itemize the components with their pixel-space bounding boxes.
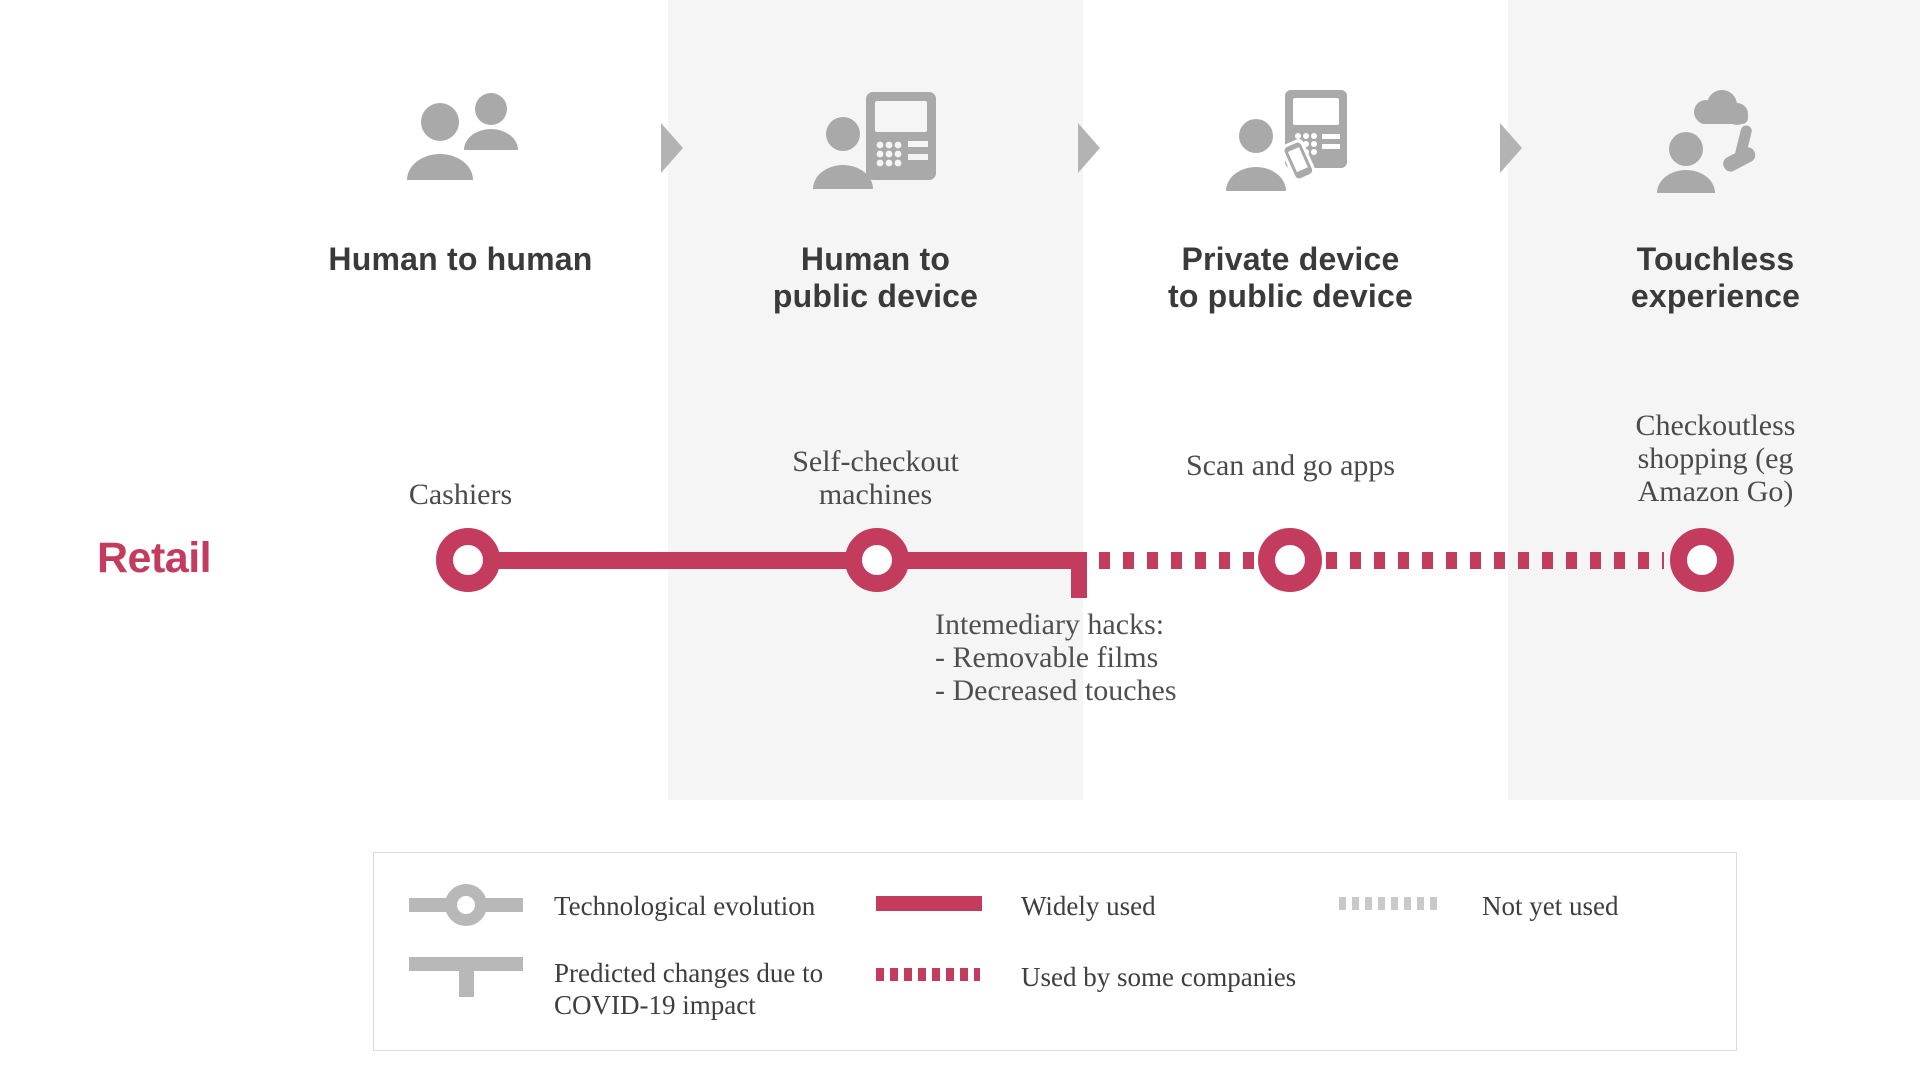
item-label-self-checkout: Self-checkout machines (792, 445, 959, 511)
stage-title-private-device-to-public-device: Private device to public device (1167, 241, 1414, 314)
timeline-dotted-segment-some-companies (1099, 552, 1259, 569)
stage-title-touchless-experience: Touchless experience (1630, 241, 1801, 314)
stage-icon-wrap (1508, 88, 1920, 194)
timeline-node-scan-and-go (1258, 528, 1322, 592)
legend-label-widely-used: Widely used (1021, 891, 1156, 921)
row-label-retail: Retail (97, 534, 212, 582)
predicted-covid-change-icon (409, 957, 523, 997)
person-cloud-touch-icon (1656, 90, 1755, 193)
stage-icon-wrap (253, 88, 668, 188)
timeline-node-self-checkout (845, 528, 909, 592)
legend-label-used-by-some: Used by some companies (1021, 962, 1297, 992)
stage-icon-wrap (668, 88, 1083, 194)
person-kiosk-phone-icon (1225, 90, 1347, 191)
arrow-right-icon (661, 123, 683, 173)
item-label-cashiers: Cashiers (408, 478, 513, 511)
two-people-icon (406, 93, 518, 180)
person-kiosk-icon (812, 92, 936, 189)
column-band-touchless-experience (1508, 0, 1920, 800)
annotation-intermediary-hacks: Intemediary hacks: - Removable films - D… (935, 608, 1177, 707)
used-by-some-companies-dotted-icon (876, 968, 980, 981)
item-label-checkoutless: Checkoutless shopping (eg Amazon Go) (1635, 409, 1796, 508)
timeline-node-checkoutless (1670, 528, 1734, 592)
stage-title-human-to-public-device: Human to public device (772, 241, 979, 314)
legend-label-technological-evolution: Technological evolution (554, 891, 816, 921)
timeline-solid-segment-widely-used (468, 552, 1083, 569)
timeline-covid-change-tick (1071, 552, 1087, 598)
legend-box: Technological evolution Predicted change… (373, 852, 1737, 1051)
arrow-right-icon (1078, 123, 1100, 173)
arrow-right-icon (1500, 123, 1522, 173)
legend-label-not-yet-used: Not yet used (1482, 891, 1619, 921)
widely-used-line-icon (876, 896, 982, 911)
legend-label-predicted-changes: Predicted changes due to COVID-19 impact (554, 958, 824, 1020)
stage-icon-wrap (1083, 88, 1498, 194)
item-label-scan-and-go: Scan and go apps (1185, 449, 1396, 482)
timeline-node-cashiers (436, 528, 500, 592)
not-yet-used-dotted-icon (1339, 897, 1441, 910)
technological-evolution-icon (409, 884, 523, 926)
timeline-dotted-segment-not-yet-used (1326, 552, 1664, 569)
stage-title-human-to-human: Human to human (328, 241, 593, 277)
